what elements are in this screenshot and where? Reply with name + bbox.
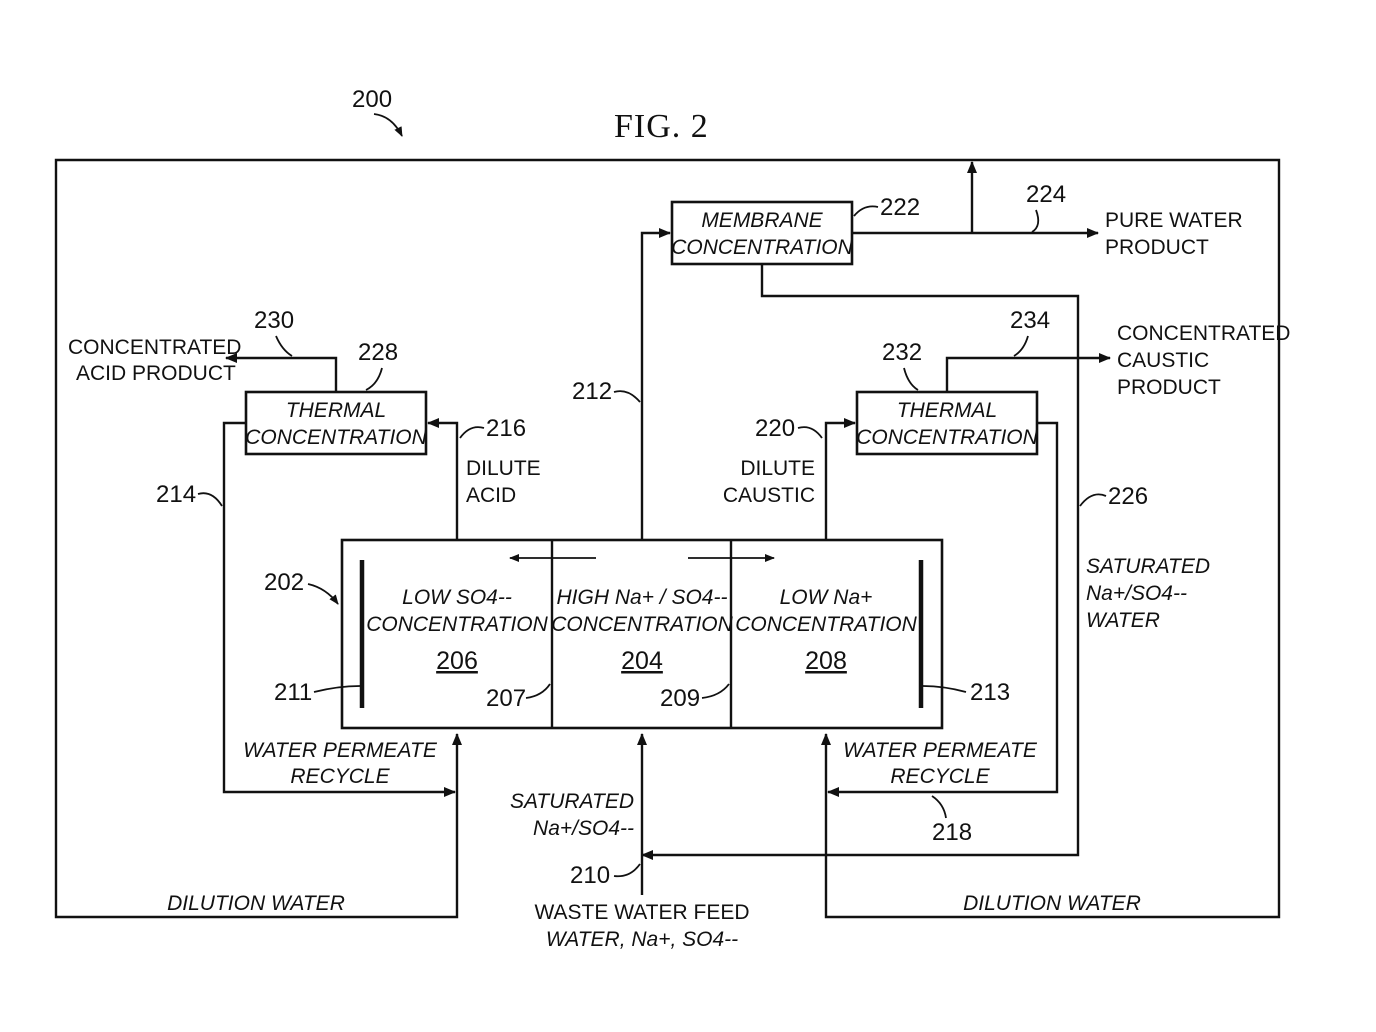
dilute-acid-label-1: DILUTE <box>466 457 541 480</box>
dilution-left-label: DILUTION WATER <box>167 892 345 915</box>
saturated-return-line <box>641 264 1080 860</box>
permeate-left-line <box>222 421 456 797</box>
waste-feed-label-1: WASTE WATER FEED <box>534 901 749 924</box>
center-compartment-label-2: CONCENTRATION <box>551 613 733 636</box>
dilute-acid-ref: 216 <box>486 415 526 442</box>
membrane-concentration-label-2: CONCENTRATION <box>671 236 853 259</box>
dilute-caustic-line <box>824 418 856 540</box>
left-recycle-ref: 214 <box>156 481 196 508</box>
thermal-right-ref-leader <box>903 367 919 391</box>
acid-product-line <box>225 353 338 392</box>
left-recycle-ref-leader <box>197 492 223 507</box>
pure-water-label-2: PRODUCT <box>1105 236 1209 259</box>
acid-product-ref-leader <box>275 335 293 357</box>
waste-feed-ref-leader <box>613 863 641 878</box>
caustic-product-ref-leader <box>1013 335 1029 357</box>
dilute-acid-line <box>427 418 459 540</box>
thermal-left-label-1: THERMAL <box>286 399 386 422</box>
right-membrane-ref: 209 <box>660 685 700 712</box>
acid-product-label-2: ACID PRODUCT <box>76 362 236 385</box>
right-compartment-ref: 208 <box>805 647 847 675</box>
right-membrane-ref-leader <box>701 683 730 699</box>
right-electrode-ref: 213 <box>970 679 1010 706</box>
outer-dilution-loop <box>54 158 972 919</box>
cell-ref: 202 <box>264 569 304 596</box>
thermal-right-label-1: THERMAL <box>897 399 997 422</box>
saturated-return-ref: 226 <box>1108 483 1148 510</box>
figure-ref: 200 <box>352 86 392 113</box>
permeate-left-label-1: WATER PERMEATE <box>243 739 438 762</box>
left-compartment-ref: 206 <box>436 647 478 675</box>
saturated-feed-label-1: SATURATED <box>510 790 634 813</box>
pure-water-ref: 224 <box>1026 181 1066 208</box>
outer-dilution-loop-right <box>821 158 1281 919</box>
cell-box <box>340 538 944 730</box>
dilute-caustic-label-2: CAUSTIC <box>723 484 815 507</box>
membrane-ref-leader <box>853 205 879 217</box>
right-compartment-label-2: CONCENTRATION <box>735 613 917 636</box>
center-compartment-ref: 204 <box>621 647 663 675</box>
thermal-left-label-2: CONCENTRATION <box>245 426 427 449</box>
right-compartment-label-1: LOW Na+ <box>780 586 873 609</box>
left-electrode-ref-leader <box>313 685 361 693</box>
left-electrode-ref: 211 <box>274 679 312 706</box>
caustic-product-label-2: CAUSTIC <box>1117 349 1209 372</box>
dilute-caustic-ref: 220 <box>755 415 795 442</box>
permeate-right-label-2: RECYCLE <box>890 765 990 788</box>
dilute-caustic-ref-leader <box>797 426 823 439</box>
waste-feed-label-2: WATER, Na+, SO4-- <box>546 928 738 951</box>
thermal-left-ref-leader <box>365 367 383 391</box>
permeate-right-ref: 218 <box>932 819 972 846</box>
right-electrode-ref-leader <box>922 685 967 693</box>
center-to-membrane-ref: 212 <box>572 378 612 405</box>
center-to-membrane-ref-leader <box>613 390 641 403</box>
caustic-product-label-1: CONCENTRATED <box>1117 322 1290 345</box>
pure-water-label-1: PURE WATER <box>1105 209 1243 232</box>
cell-ref-leader <box>307 583 339 605</box>
permeate-right-line <box>827 421 1059 797</box>
center-compartment-label-1: HIGH Na+ / SO4-- <box>557 586 728 609</box>
dilute-acid-ref-leader <box>459 426 485 439</box>
figure-title: FIG. 2 <box>614 108 709 145</box>
waste-feed-ref: 210 <box>570 862 610 889</box>
membrane-ref: 222 <box>880 194 920 221</box>
caustic-product-ref: 234 <box>1010 307 1050 334</box>
thermal-left-box <box>244 390 428 456</box>
left-compartment-label-2: CONCENTRATION <box>366 613 548 636</box>
figure-ref-leader <box>373 113 403 137</box>
saturated-return-label-3: WATER <box>1086 609 1160 632</box>
permeate-right-ref-leader <box>931 795 947 819</box>
thermal-right-label-2: CONCENTRATION <box>856 426 1038 449</box>
dilute-caustic-label-1: DILUTE <box>740 457 815 480</box>
permeate-left-label-2: RECYCLE <box>290 765 390 788</box>
caustic-product-label-3: PRODUCT <box>1117 376 1221 399</box>
saturated-return-label-1: SATURATED <box>1086 555 1210 578</box>
acid-product-ref: 230 <box>254 307 294 334</box>
left-membrane-ref-leader <box>525 683 551 699</box>
saturated-return-label-2: Na+/SO4-- <box>1086 582 1187 605</box>
saturated-return-ref-leader <box>1079 493 1107 507</box>
left-membrane-ref: 207 <box>486 685 526 712</box>
thermal-right-ref: 232 <box>882 339 922 366</box>
left-compartment-label-1: LOW SO4-- <box>402 586 512 609</box>
acid-product-label-1: CONCENTRATED <box>68 336 241 359</box>
dilute-acid-label-2: ACID <box>466 484 516 507</box>
center-to-membrane-line <box>640 228 671 540</box>
thermal-left-ref: 228 <box>358 339 398 366</box>
dilution-right-label: DILUTION WATER <box>963 892 1141 915</box>
membrane-concentration-label-1: MEMBRANE <box>701 209 823 232</box>
caustic-product-line <box>945 353 1111 392</box>
pure-water-ref-leader <box>1031 209 1040 233</box>
permeate-right-label-1: WATER PERMEATE <box>843 739 1038 762</box>
saturated-feed-label-2: Na+/SO4-- <box>533 817 634 840</box>
